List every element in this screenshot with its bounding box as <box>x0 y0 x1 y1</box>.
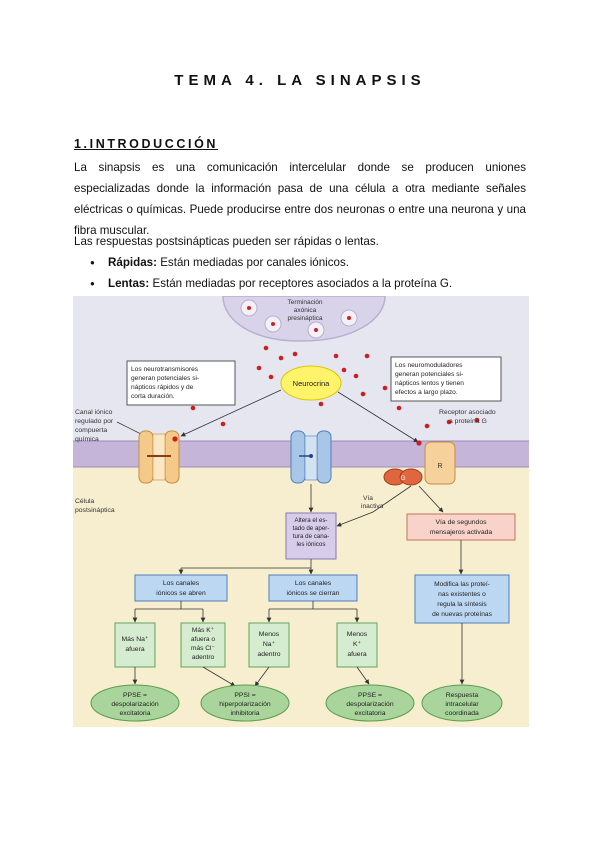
postsynaptic-label: postsináptica <box>75 507 115 514</box>
channels-close-text: iónicos se cierran <box>287 590 340 597</box>
postsynaptic-label: Célula <box>75 498 94 505</box>
ligand-gated-channel <box>138 430 180 484</box>
ppse1-text: despolarización <box>111 701 158 708</box>
more-k-text: adentro <box>192 654 215 661</box>
ppse2-text: despolarización <box>346 701 393 708</box>
more-k-out-box <box>180 622 226 668</box>
second-messenger-text: Vía de segundos <box>435 519 487 526</box>
section-heading: 1.INTRODUCCIÓN <box>74 137 219 151</box>
ligand-channel-label: regulado por <box>75 418 114 425</box>
channels-open-text: iónicos se abren <box>156 590 206 597</box>
modify-text: de nuevas proteínas <box>432 611 492 618</box>
ppsi-text: hiperpolarización <box>219 701 271 708</box>
less-k-out-box <box>336 622 378 668</box>
ligand-channel-label: Canal iónico <box>75 409 113 416</box>
neuromodulators-text: Los neuromoduladores <box>395 362 463 369</box>
neurotransmitters-text: generan potenciales si- <box>131 375 199 382</box>
neurocrine-ellipse <box>280 365 342 401</box>
channels-open-text: Los canales <box>163 580 200 587</box>
second-messenger-box <box>406 513 516 541</box>
g-label: G <box>400 475 405 482</box>
ppsi-text: inhibitoria <box>230 710 259 717</box>
more-na-out-box <box>114 622 156 668</box>
ppsi-text: PPSI = <box>234 692 255 699</box>
inactive-label: inactiva <box>361 503 384 510</box>
neuromodulators-text: generan potenciales si- <box>395 371 463 378</box>
neurocrine-label: Neurocrina <box>293 379 331 388</box>
response-text: coordinada <box>445 710 479 717</box>
modify-text: regula la síntesis <box>437 601 487 608</box>
less-na-text: Na⁺ <box>263 641 276 648</box>
neuromodulators-text: nápticos lentos y tienen <box>395 380 464 387</box>
ligand-channel-label: química <box>75 436 99 443</box>
alter-text: Altera el es- <box>294 517 327 524</box>
presynaptic-terminal: Terminación axónica presináptica <box>222 296 386 342</box>
ppse-outcome <box>90 684 180 722</box>
neurotransmitters-text: Los neurotransmisores <box>131 366 199 373</box>
ligand-channel-label: compuerta <box>75 427 107 434</box>
ppse2-text: excitatoria <box>355 710 386 717</box>
response-type-list: Rápidas: Están mediadas por canales ióni… <box>90 252 452 294</box>
bullet-item: Lentas: Están mediadas por receptores as… <box>90 273 452 294</box>
terminal-label-line: presináptica <box>287 315 322 322</box>
less-k-text: afuera <box>347 651 366 658</box>
response-text: Respuesta <box>446 692 479 699</box>
alter-channel-box <box>285 512 337 560</box>
ion-channel-blue <box>290 430 332 484</box>
page-title: TEMA 4. LA SINAPSIS <box>174 72 426 89</box>
neuromodulators-text: efectos a largo plazo. <box>395 389 458 396</box>
receptor-g-label: Receptor asociado <box>439 409 496 416</box>
less-k-text: K⁺ <box>353 641 362 648</box>
neuromodulators-box <box>390 356 502 402</box>
more-na-text: Más Na⁺ <box>121 636 148 643</box>
modify-text: Modifica las proteí- <box>434 581 490 588</box>
bullet-term: Lentas: <box>108 277 150 290</box>
channels-close-box <box>268 574 358 602</box>
neurotransmitters-text: corta duración. <box>131 393 175 400</box>
ppse1-text: PPSE = <box>123 692 147 699</box>
neurotransmitters-text: nápticos rápidos y de <box>131 384 194 391</box>
response-text: intracelular <box>445 701 479 708</box>
ppsi-outcome <box>200 684 290 722</box>
intro-paragraph: La sinapsis es una comunicación intercel… <box>74 161 526 237</box>
bullet-text: Están mediadas por receptores asociados … <box>149 277 453 290</box>
ppse-outcome <box>325 684 415 722</box>
bullet-term: Rápidas: <box>108 256 157 269</box>
terminal-label-line: Terminación <box>287 299 322 306</box>
more-na-text: afuera <box>125 646 144 653</box>
more-k-text: afuera o <box>191 636 216 643</box>
neurotransmitters-box <box>126 360 236 406</box>
responses-sentence: Las respuestas postsinápticas pueden ser… <box>74 235 379 248</box>
terminal-label-line: axónica <box>294 307 317 314</box>
response-outcome <box>421 684 503 722</box>
bullet-text: Están mediadas por canales iónicos. <box>156 256 350 269</box>
g-protein-receptor: R G <box>383 440 456 486</box>
more-k-text: más Cl⁻ <box>191 645 216 652</box>
less-k-text: Menos <box>347 631 368 638</box>
ppse2-text: PPSE = <box>358 692 382 699</box>
alter-text: tado de aper- <box>293 525 330 532</box>
inactive-label: Vía <box>363 495 373 502</box>
channels-close-text: Los canales <box>295 580 332 587</box>
receptor-r-label: R <box>437 463 442 470</box>
synapse-figure: Terminación axónica presináptica Neurocr… <box>73 296 529 727</box>
ppse1-text: excitatoria <box>120 710 151 717</box>
alter-text: les iónicos <box>297 541 326 548</box>
modify-text: nas existentes o <box>438 591 486 598</box>
receptor-g-label: a proteína G <box>449 418 487 425</box>
bullet-item: Rápidas: Están mediadas por canales ióni… <box>90 252 452 273</box>
less-na-text: Menos <box>259 631 280 638</box>
alter-text: tura de cana- <box>293 533 329 540</box>
modify-proteins-box <box>414 574 510 624</box>
second-messenger-text: mensajeros activada <box>430 529 493 536</box>
channels-open-box <box>134 574 228 602</box>
more-k-text: Más K⁺ <box>192 627 215 634</box>
less-na-text: adentro <box>257 651 280 658</box>
